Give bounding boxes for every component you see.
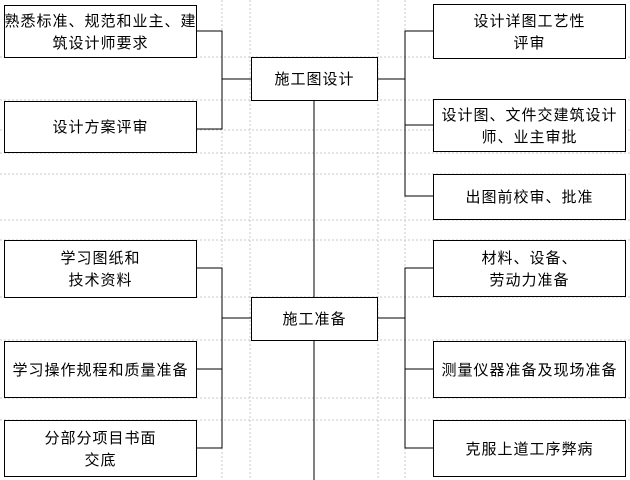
right-box-overcome-defects: 克服上道工序弊病	[433, 420, 626, 477]
box-text-line: 分部分项目书面	[44, 428, 157, 447]
box-text-line: 材料、设备、	[481, 248, 578, 267]
left-box-scheme-review: 设计方案评审	[4, 101, 197, 153]
right-box-survey-instruments: 测量仪器准备及现场准备	[433, 341, 626, 398]
box-text-line: 设计图、文件交建筑设计	[441, 105, 618, 124]
box-text-line: 学习操作规程和质量准备	[12, 360, 189, 379]
box-text-line: 劳动力准备	[489, 270, 570, 289]
box-text-line: 筑设计师要求	[52, 33, 149, 52]
box-text-line: 施工准备	[282, 310, 347, 328]
box-text-line: 评审	[513, 33, 546, 52]
box-text-line: 学习图纸和	[60, 249, 141, 267]
right-box-pre-issue-check: 出图前校审、批准	[433, 174, 626, 220]
box-text-line: 设计方案评审	[52, 118, 149, 136]
right-box-materials: 材料、设备、 劳动力准备	[433, 240, 626, 297]
left-box-study-drawings: 学习图纸和 技术资料	[4, 240, 197, 298]
box-text-line: 设计详图工艺性	[473, 11, 586, 30]
left-box-operating-rules: 学习操作规程和质量准备	[4, 341, 197, 398]
box-text-line: 熟悉标准、规范和业主、建	[4, 11, 197, 30]
box-text-line: 出图前校审、批准	[465, 188, 594, 206]
left-box-written-briefing: 分部分项目书面 交底	[4, 420, 197, 477]
box-text-line: 克服上道工序弊病	[465, 439, 594, 458]
box-text-line: 技术资料	[68, 271, 133, 289]
box-text-line: 交底	[84, 450, 117, 469]
box-text-line: 测量仪器准备及现场准备	[441, 360, 618, 379]
box-text-line: 师、业主审批	[481, 127, 578, 146]
box-text-line: 施工图设计	[274, 70, 355, 88]
center-box-construction-preparation: 施工准备	[251, 297, 378, 341]
left-box-standards: 熟悉标准、规范和业主、建 筑设计师要求	[4, 5, 197, 58]
center-box-construction-drawing-design: 施工图设计	[251, 57, 378, 101]
right-box-approval: 设计图、文件交建筑设计 师、业主审批	[433, 99, 626, 152]
right-box-detail-review: 设计详图工艺性 评审	[433, 4, 626, 59]
